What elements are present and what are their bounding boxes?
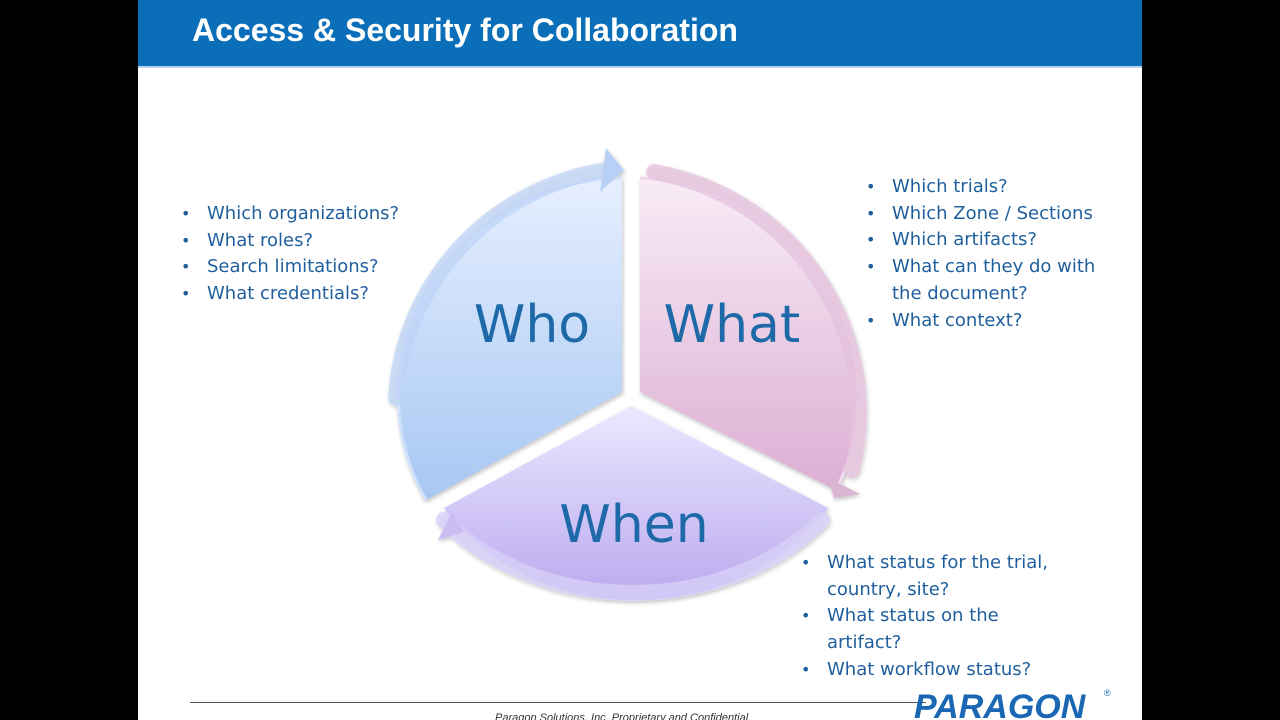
when-bullet-list: What status for the trial, country, site… — [795, 550, 1065, 684]
what-bullet-list: Which trials? Which Zone / Sections Whic… — [860, 174, 1120, 334]
slide-title: Access & Security for Collaboration — [192, 12, 738, 48]
when-segment — [436, 406, 830, 601]
list-item-continuation: the document? — [892, 282, 1028, 304]
list-item: What status for the trial, — [795, 550, 1065, 577]
list-item: What credentials? — [175, 281, 435, 308]
list-item: Which artifacts? — [860, 227, 1120, 254]
when-label: When — [559, 495, 708, 555]
footer-confidential-text: Paragon Solutions, Inc. Proprietary and … — [495, 712, 749, 720]
cycle-diagram: Who What When — [388, 148, 867, 601]
title-bar: Access & Security for Collaboration — [138, 0, 1142, 68]
who-bullet-list: Which organizations? What roles? Search … — [175, 201, 435, 308]
who-label: Who — [474, 295, 590, 355]
list-item: What context? — [860, 308, 1120, 335]
list-item-continuation: country, site? — [827, 578, 950, 600]
list-item: What roles? — [175, 228, 435, 255]
footer-divider — [190, 702, 926, 703]
who-segment — [388, 148, 624, 501]
list-item-continuation: artifact? — [827, 632, 902, 654]
slide: Access & Security for Collaboration — [138, 0, 1142, 720]
list-item: Which Zone / Sections — [860, 201, 1120, 228]
list-item: Search limitations? — [175, 254, 435, 281]
list-item: What status on the — [795, 603, 1065, 630]
list-item: Which trials? — [860, 174, 1120, 201]
what-label: What — [664, 295, 801, 355]
registered-mark: ® — [1104, 688, 1111, 698]
list-item: Which organizations? — [175, 201, 435, 228]
list-item: What can they do with — [860, 254, 1120, 281]
list-item: What workflow status? — [795, 657, 1065, 684]
logo-wordmark: PARAGON — [914, 688, 1087, 720]
paragon-logo: PARAGON ® — [914, 688, 1111, 720]
what-segment — [639, 164, 867, 498]
